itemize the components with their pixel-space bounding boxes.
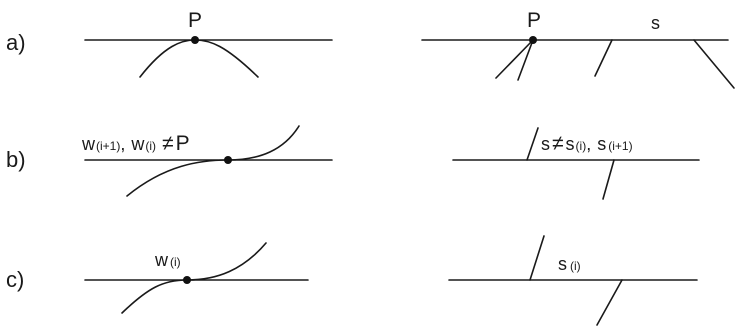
row-a-right-vertex [529,36,537,44]
row-a-right-segment-right-edge [693,39,735,89]
row-b-left-point [224,156,232,164]
row-b-left-label: w(i+1),w(i)≠P [81,132,190,155]
row-b-right-lower-edge [602,159,615,200]
row-c-right-upper-edge [529,235,545,281]
row-c-right-lower-edge [596,279,623,326]
row-b-right-upper-edge [526,127,539,161]
row-a-right-edge-1 [495,39,534,79]
row-b-left-curve [126,125,300,197]
row-a-left-touch-point [191,36,199,44]
row-a-left-curve [139,39,259,78]
row-a-right-point-label: P [527,9,541,32]
row-c-right-label: s(i) [558,254,581,274]
row-b-label: b) [6,147,26,172]
row-b-right-label: s≠s(i),s(i+1) [541,132,633,155]
row-a-left-point-label: P [188,9,202,32]
row-b-left-panel: w(i+1),w(i)≠P [81,125,333,197]
row-a-left-panel: P [84,9,333,78]
row-a-right-segment-left-edge [594,39,613,77]
row-a-right-panel: P s [421,9,735,89]
row-c-right-panel: s(i) [448,235,698,326]
row-c-left-point [183,276,191,284]
row-b-right-panel: s≠s(i),s(i+1) [452,127,700,200]
row-c-left-panel: w(i) [84,242,309,314]
row-c-left-label: w(i) [154,250,181,270]
row-a-label: a) [6,30,26,55]
row-a-right-segment-label: s [651,13,660,33]
row-a-right-edge-2 [517,39,534,81]
row-c-label: c) [6,267,24,292]
row-c-left-curve [121,242,267,314]
